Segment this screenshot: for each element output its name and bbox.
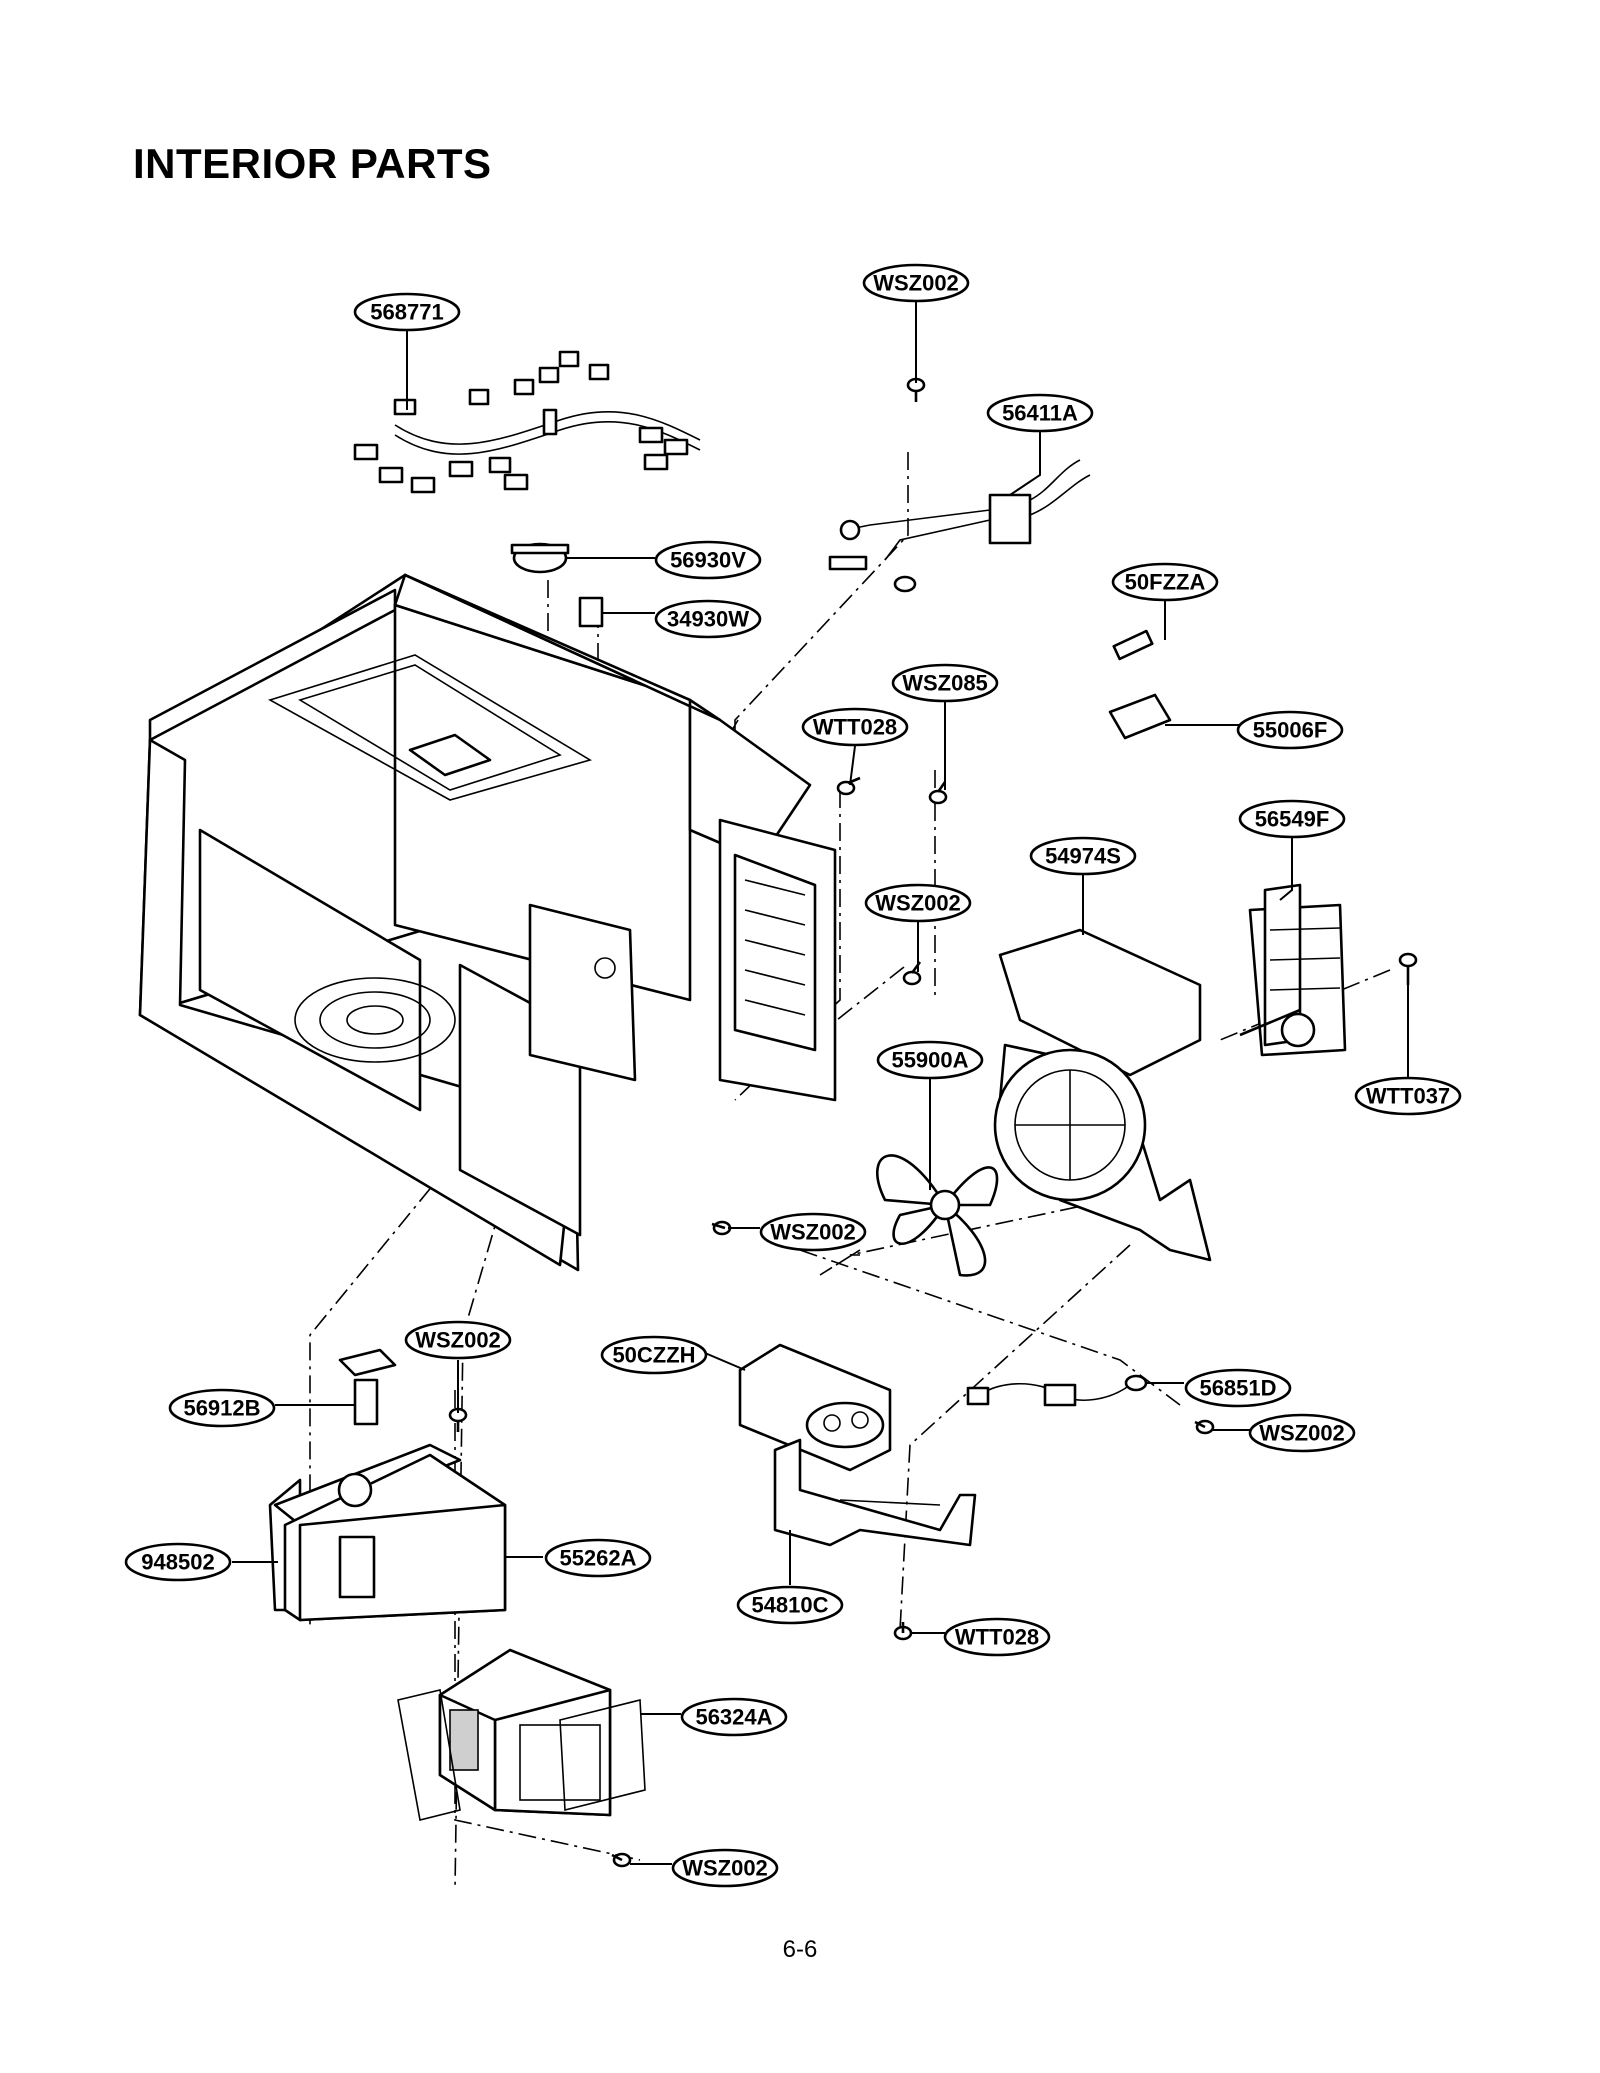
screw-icon <box>1194 1419 1215 1435</box>
part-label-55006f: 55006F <box>1236 710 1344 750</box>
part-code: 54974S <box>1045 844 1121 869</box>
part-code: 568771 <box>370 300 443 325</box>
fuse-holder <box>1108 693 1172 740</box>
screw-icon <box>836 776 861 796</box>
part-label-50fzza: 50FZZA <box>1111 562 1219 602</box>
part-label-56411a: 56411A <box>986 393 1094 433</box>
part-label-54974s: 54974S <box>1029 836 1137 876</box>
page-number: 6-6 <box>782 1936 818 1963</box>
part-label-wsz085: WSZ085 <box>891 663 999 703</box>
switch-actuator <box>578 596 604 628</box>
part-code: 34930W <box>667 607 749 632</box>
part-label-wtt037: WTT037 <box>1354 1076 1462 1116</box>
part-code: WSZ002 <box>1259 1421 1345 1446</box>
part-code: WSZ085 <box>902 671 988 696</box>
part-code: 56549F <box>1255 807 1330 832</box>
part-code: WSZ002 <box>682 1856 768 1881</box>
part-label-50czzh: 50CZZH <box>600 1335 708 1375</box>
capacitor <box>738 1343 892 1472</box>
part-label-55262a: 55262A <box>544 1538 652 1578</box>
leader-lines <box>232 301 1409 1865</box>
part-label-wtt028: WTT028 <box>801 707 909 747</box>
part-label-568771: 568771 <box>353 292 461 332</box>
screw-icon <box>893 1622 913 1641</box>
power-cord <box>828 459 1091 593</box>
part-label-wtt028: WTT028 <box>943 1617 1051 1657</box>
part-code: WSZ002 <box>770 1220 856 1245</box>
part-code: 50FZZA <box>1125 570 1206 595</box>
part-code: WTT028 <box>813 715 897 740</box>
part-callouts: 568771WSZ00256411A56930V34930W50FZZAWSZ0… <box>124 263 1462 1888</box>
part-label-wsz002: WSZ002 <box>404 1320 512 1360</box>
part-code: 948502 <box>141 1550 214 1575</box>
part-label-948502: 948502 <box>124 1542 232 1582</box>
part-code: 56851D <box>1199 1376 1276 1401</box>
part-label-34930w: 34930W <box>654 599 762 639</box>
part-code: 56912B <box>183 1396 260 1421</box>
oven-cavity-housing <box>138 573 837 1272</box>
screw-icon <box>711 1220 732 1236</box>
part-code: 54810C <box>751 1593 828 1618</box>
part-code: WSZ002 <box>415 1328 501 1353</box>
thermostat <box>510 542 570 574</box>
part-label-wsz002: WSZ002 <box>862 263 970 303</box>
air-guide-bracket <box>993 928 1212 1262</box>
part-code: 56324A <box>695 1705 772 1730</box>
part-label-wsz002: WSZ002 <box>1248 1413 1356 1453</box>
part-label-56930v: 56930V <box>654 540 762 580</box>
screw-icon <box>1398 952 1418 985</box>
part-code: 56411A <box>1002 401 1078 426</box>
part-label-56324a: 56324A <box>680 1697 788 1737</box>
diode <box>338 1348 397 1426</box>
part-code: WTT028 <box>955 1625 1039 1650</box>
part-code: WTT037 <box>1366 1084 1450 1109</box>
part-label-56549f: 56549F <box>1238 799 1346 839</box>
fuse <box>1112 629 1154 661</box>
part-code: WSZ002 <box>875 891 961 916</box>
part-label-wsz002: WSZ002 <box>864 883 972 923</box>
fan-blade <box>875 1154 999 1277</box>
fan-motor <box>1239 883 1347 1057</box>
part-label-wsz002: WSZ002 <box>759 1212 867 1252</box>
part-code: 55900A <box>891 1048 968 1073</box>
part-label-54810c: 54810C <box>736 1585 844 1625</box>
capacitor-bracket <box>773 1438 977 1547</box>
page-title: INTERIOR PARTS <box>133 140 492 187</box>
screw-group <box>448 377 1418 1868</box>
part-label-wsz002: WSZ002 <box>671 1848 779 1888</box>
noise-filter <box>966 1374 1148 1407</box>
screw-icon <box>611 1852 632 1868</box>
part-label-56851d: 56851D <box>1184 1368 1292 1408</box>
wire-harness <box>353 350 701 494</box>
part-code: 55262A <box>559 1546 636 1571</box>
screw-icon <box>928 781 948 805</box>
magnetron <box>397 1648 646 1821</box>
transformer <box>283 1453 507 1622</box>
part-code: 55006F <box>1253 718 1328 743</box>
part-code: WSZ002 <box>873 271 959 296</box>
part-code: 50CZZH <box>612 1343 695 1368</box>
part-code: 56930V <box>670 548 746 573</box>
part-label-56912b: 56912B <box>168 1388 276 1428</box>
part-label-55900a: 55900A <box>876 1040 984 1080</box>
